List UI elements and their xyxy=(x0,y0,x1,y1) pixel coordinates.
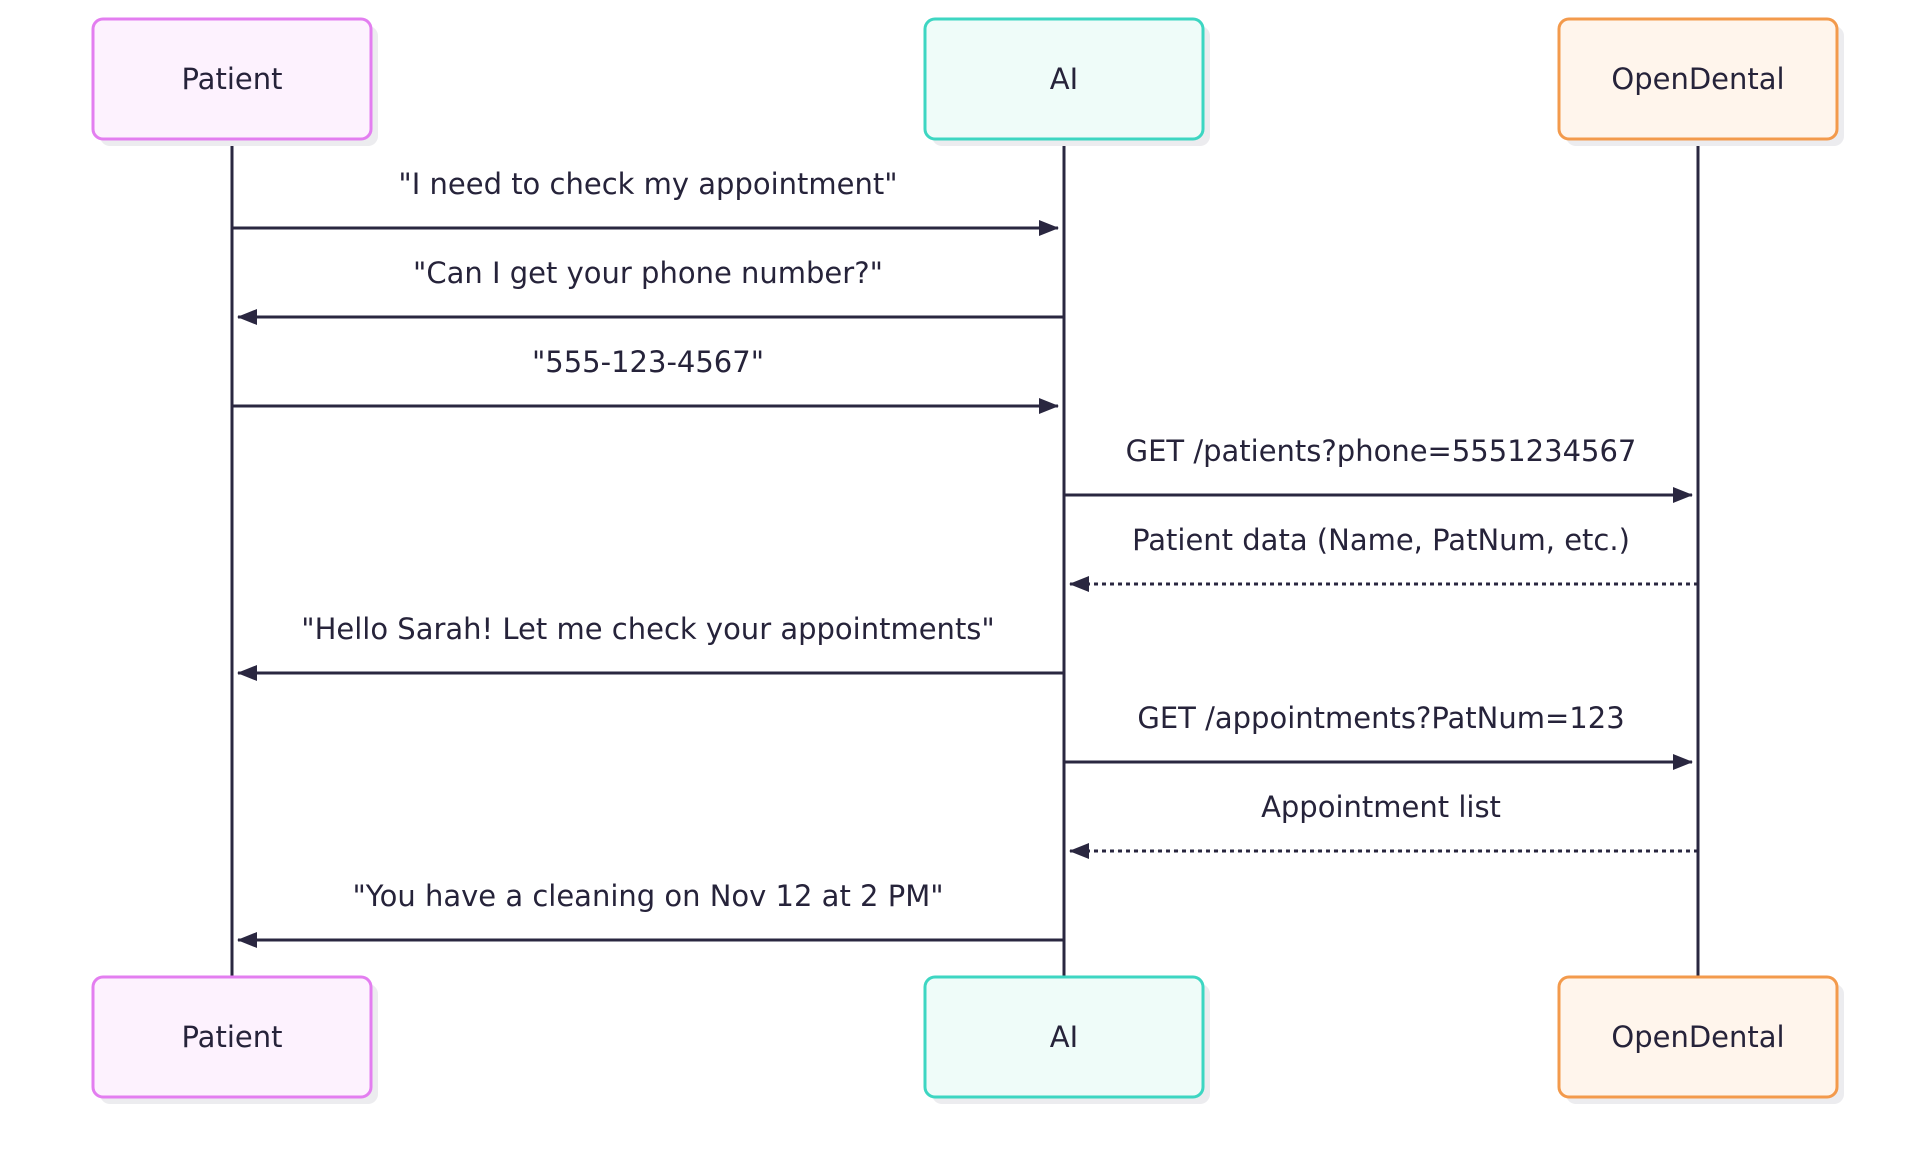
participant-box xyxy=(91,975,373,1099)
message-label: "Hello Sarah! Let me check your appointm… xyxy=(301,612,995,646)
message-label: "555-123-4567" xyxy=(532,345,764,379)
participant-label: OpenDental xyxy=(1611,62,1784,96)
message-label: "I need to check my appointment" xyxy=(398,167,897,201)
message-4: GET /patients?phone=5551234567 xyxy=(1064,434,1693,503)
participant-box xyxy=(923,975,1205,1099)
participant-ai-top: AI xyxy=(923,17,1210,146)
message-label: GET /patients?phone=5551234567 xyxy=(1126,434,1637,468)
participant-box xyxy=(923,17,1205,141)
participant-label: Patient xyxy=(182,1020,283,1054)
message-3: "555-123-4567" xyxy=(232,345,1059,414)
message-label: "You have a cleaning on Nov 12 at 2 PM" xyxy=(352,879,943,913)
message-1: "I need to check my appointment" xyxy=(232,167,1059,236)
participant-opendental-bottom: OpenDental xyxy=(1557,975,1844,1104)
message-2: "Can I get your phone number?" xyxy=(237,256,1064,325)
message-label: "Can I get your phone number?" xyxy=(413,256,883,290)
participant-label: AI xyxy=(1050,1020,1078,1054)
participant-label: AI xyxy=(1050,62,1078,96)
lifelines xyxy=(230,139,1700,977)
messages: "I need to check my appointment" "Can I g… xyxy=(232,167,1698,948)
participant-box xyxy=(1557,17,1839,141)
message-label: Appointment list xyxy=(1261,790,1501,824)
message-8: Appointment list xyxy=(1069,790,1698,859)
message-5: Patient data (Name, PatNum, etc.) xyxy=(1069,523,1698,592)
participant-label: Patient xyxy=(182,62,283,96)
participant-patient-bottom: Patient xyxy=(91,975,378,1104)
message-label: Patient data (Name, PatNum, etc.) xyxy=(1132,523,1630,557)
message-7: GET /appointments?PatNum=123 xyxy=(1064,701,1693,770)
participant-label: OpenDental xyxy=(1611,1020,1784,1054)
participant-patient-top: Patient xyxy=(91,17,378,146)
participant-box xyxy=(1557,975,1839,1099)
participant-opendental-top: OpenDental xyxy=(1557,17,1844,146)
participant-box xyxy=(91,17,373,141)
message-6: "Hello Sarah! Let me check your appointm… xyxy=(237,612,1064,681)
participant-ai-bottom: AI xyxy=(923,975,1210,1104)
message-label: GET /appointments?PatNum=123 xyxy=(1137,701,1624,735)
message-9: "You have a cleaning on Nov 12 at 2 PM" xyxy=(237,879,1064,948)
